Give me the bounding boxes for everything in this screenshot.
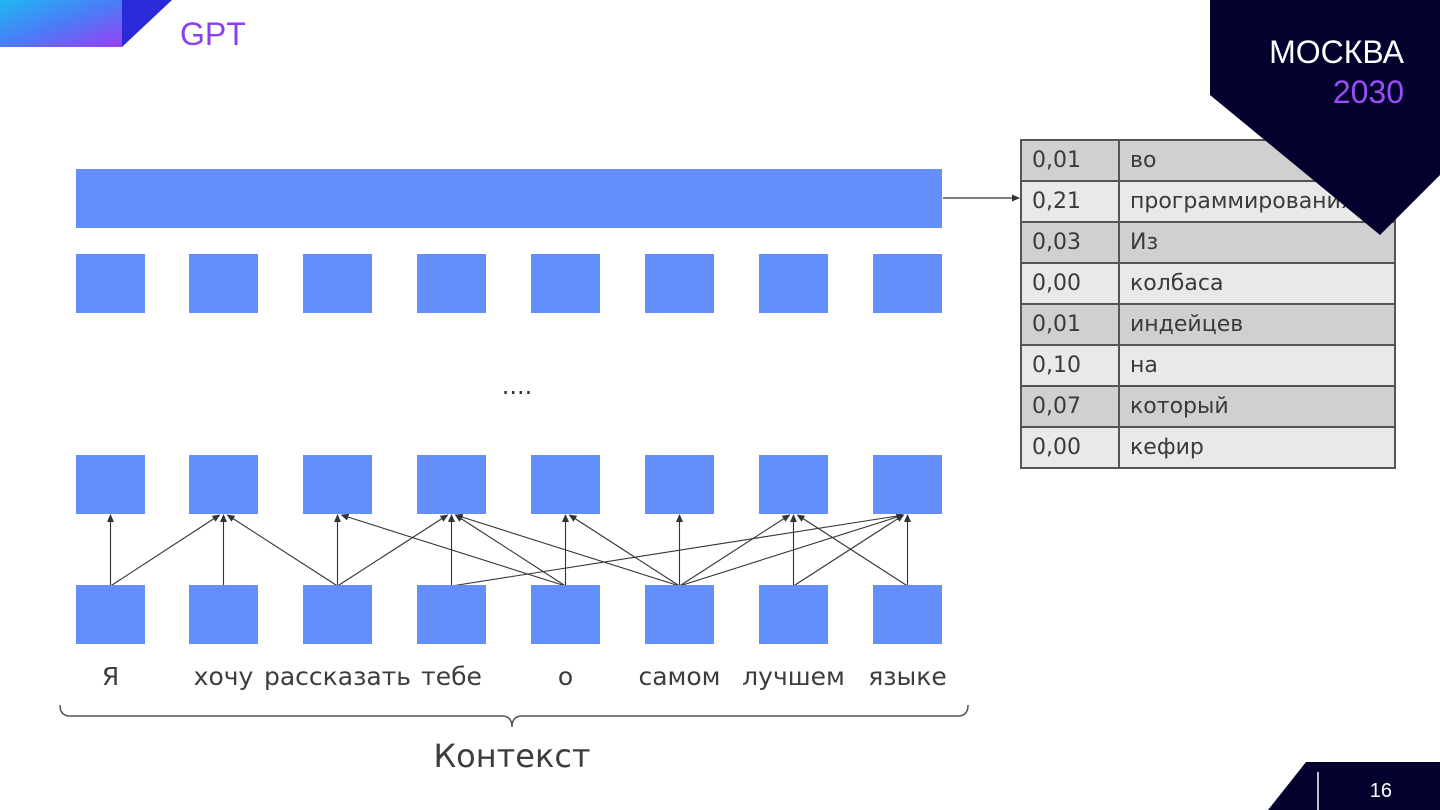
input-embedding-block	[417, 585, 486, 644]
input-embedding-block	[873, 585, 942, 644]
context-label: Контекст	[433, 737, 591, 775]
probability-cell: 0,21	[1020, 180, 1120, 223]
brand-city: МОСКВА	[1269, 34, 1404, 70]
context-brace	[59, 704, 969, 728]
attention-edge	[793, 514, 905, 587]
token-label: рассказать	[263, 662, 412, 691]
corner-logo	[0, 0, 172, 47]
top-layer-block	[873, 254, 942, 313]
top-layer-block	[303, 254, 372, 313]
attention-layer-block	[303, 455, 372, 514]
attention-edge	[451, 512, 905, 587]
footer-badge	[1268, 762, 1440, 810]
input-embedding-block	[303, 585, 372, 644]
token-label: самом	[638, 662, 721, 691]
attention-layer-block	[76, 455, 145, 514]
probability-cell: 0,10	[1020, 344, 1120, 387]
attention-edge	[340, 513, 566, 587]
top-layer-block	[189, 254, 258, 313]
slide-title: GPT	[180, 16, 246, 52]
layers-ellipsis: ....	[501, 372, 533, 400]
attention-edge	[679, 513, 905, 587]
top-layer-block	[531, 254, 600, 313]
probability-cell: 0,00	[1020, 426, 1120, 469]
input-embedding-block	[189, 585, 258, 644]
probability-cell: 0,01	[1020, 303, 1120, 346]
attention-layer-block	[531, 455, 600, 514]
top-layer-block	[759, 254, 828, 313]
word-cell: Из	[1118, 221, 1396, 264]
attention-edge	[796, 514, 908, 587]
token-label: тебе	[421, 662, 482, 691]
token-label: лучшем	[742, 662, 845, 691]
token-label: о	[557, 662, 574, 691]
probability-cell: 0,01	[1020, 139, 1120, 182]
attention-edge	[110, 514, 221, 587]
output-layer-bar	[76, 169, 942, 228]
page-number: 16	[1369, 780, 1392, 802]
word-cell: колбаса	[1118, 262, 1396, 305]
input-embedding-block	[645, 585, 714, 644]
attention-edge	[568, 514, 680, 587]
probability-cell: 0,00	[1020, 262, 1120, 305]
attention-edge	[679, 514, 791, 587]
attention-layer-block	[645, 455, 714, 514]
attention-layer-block	[417, 455, 486, 514]
top-layer-block	[76, 254, 145, 313]
attention-diagram	[59, 169, 1020, 728]
token-label: хочу	[193, 662, 254, 691]
attention-layer-block	[759, 455, 828, 514]
word-cell: на	[1118, 344, 1396, 387]
brand-logo-text: МОСКВА 2030	[1269, 32, 1404, 112]
attention-edge	[226, 514, 338, 587]
attention-layer-block	[873, 455, 942, 514]
attention-layer-block	[189, 455, 258, 514]
token-label: языке	[868, 662, 947, 691]
probability-cell: 0,07	[1020, 385, 1120, 428]
word-cell: индейцев	[1118, 303, 1396, 346]
input-embedding-block	[759, 585, 828, 644]
brand-year: 2030	[1332, 74, 1404, 110]
probability-cell: 0,03	[1020, 221, 1120, 264]
token-label: Я	[101, 662, 120, 691]
word-cell: кефир	[1118, 426, 1396, 469]
attention-edge	[454, 514, 566, 587]
brand-badge	[1210, 0, 1440, 235]
attention-edge	[337, 514, 449, 587]
top-layer-block	[417, 254, 486, 313]
input-embedding-block	[76, 585, 145, 644]
input-embedding-block	[531, 585, 600, 644]
top-layer-block	[645, 254, 714, 313]
attention-edge	[454, 513, 680, 587]
word-cell: который	[1118, 385, 1396, 428]
